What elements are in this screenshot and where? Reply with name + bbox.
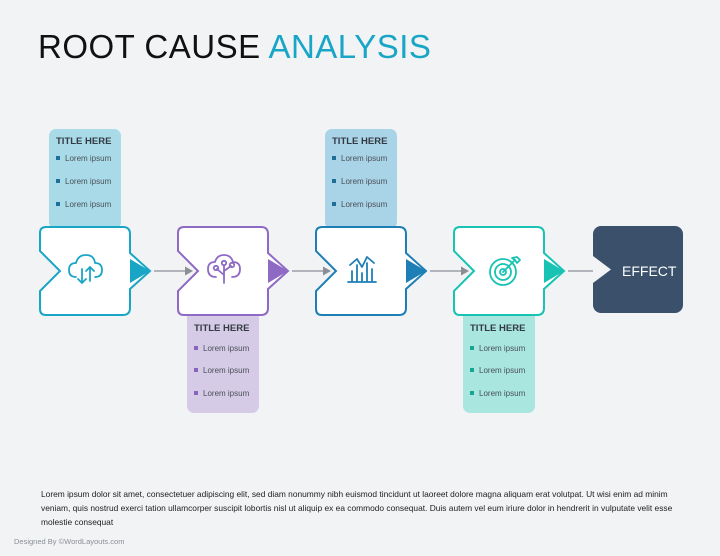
stage-1-box: [39, 226, 152, 316]
connector-arrow: [154, 266, 193, 276]
list-item: Lorem ipsum: [470, 344, 525, 353]
stage-4-card: TITLE HERE Lorem ipsum Lorem ipsum Lorem…: [463, 310, 535, 413]
card-title: TITLE HERE: [470, 323, 526, 334]
list-item: Lorem ipsum: [332, 200, 387, 209]
list-item: Lorem ipsum: [332, 177, 387, 186]
stage-2-card: TITLE HERE Lorem ipsum Lorem ipsum Lorem…: [187, 310, 259, 413]
card-title: TITLE HERE: [332, 136, 388, 147]
stage-4-box: [453, 226, 566, 316]
connector-arrow: [430, 266, 469, 276]
connector-arrow: [292, 266, 331, 276]
page-title: ROOT CAUSE ANALYSIS: [38, 28, 431, 66]
card-title: TITLE HERE: [194, 323, 250, 334]
list-item: Lorem ipsum: [194, 366, 249, 375]
credit-text: Designed By ©WordLayouts.com: [14, 537, 125, 546]
card-title: TITLE HERE: [56, 136, 112, 147]
target-icon: [489, 256, 521, 286]
title-part-2: ANALYSIS: [268, 28, 432, 65]
effect-label: EFFECT: [622, 263, 677, 279]
cloud-transfer-icon: [68, 254, 103, 284]
list-item: Lorem ipsum: [194, 344, 249, 353]
list-item: Lorem ipsum: [194, 389, 249, 398]
tree-circuit-icon: [207, 254, 241, 284]
list-item: Lorem ipsum: [56, 200, 111, 209]
list-item: Lorem ipsum: [56, 154, 111, 163]
list-item: Lorem ipsum: [56, 177, 111, 186]
list-item: Lorem ipsum: [470, 389, 525, 398]
stage-3-card: TITLE HERE Lorem ipsum Lorem ipsum Lorem…: [325, 129, 397, 229]
stage-1-card: TITLE HERE Lorem ipsum Lorem ipsum Lorem…: [49, 129, 121, 229]
title-part-1: ROOT CAUSE: [38, 28, 261, 65]
stage-3-box: [315, 226, 428, 316]
stage-2-box: [177, 226, 290, 316]
bar-chart-icon: [347, 256, 377, 283]
footer-text: Lorem ipsum dolor sit amet, consectetuer…: [41, 489, 673, 527]
list-item: Lorem ipsum: [332, 154, 387, 163]
effect-box: EFFECT: [593, 226, 683, 313]
list-item: Lorem ipsum: [470, 366, 525, 375]
